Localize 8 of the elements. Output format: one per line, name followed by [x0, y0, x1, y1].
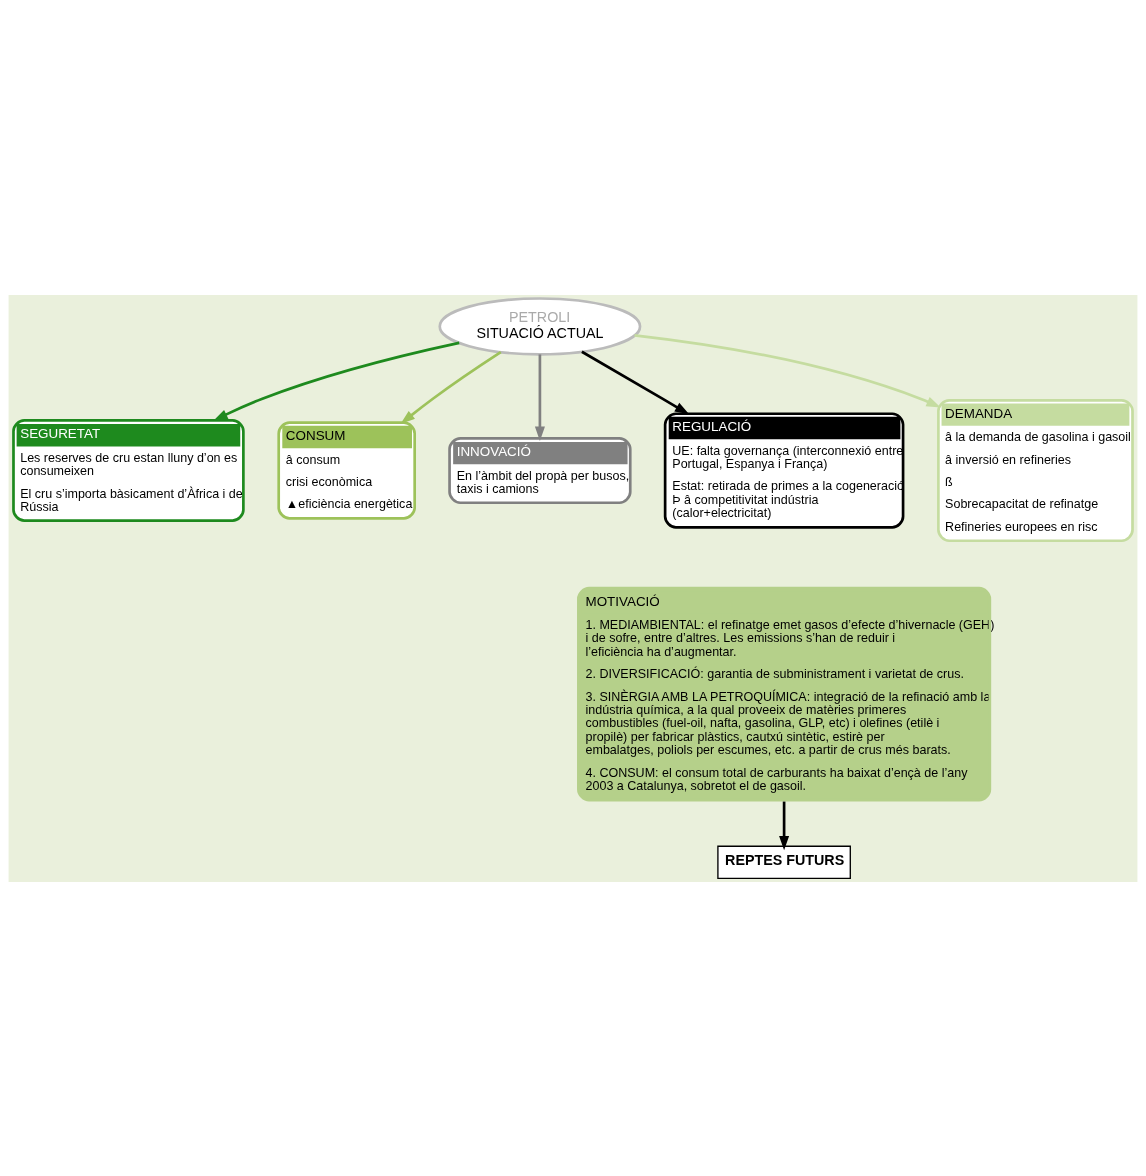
- arrow: [213, 341, 460, 421]
- arrow: [634, 333, 941, 408]
- node-box: REPTES FUTURS: [717, 845, 851, 879]
- arrow: [400, 350, 502, 424]
- arrow: [581, 350, 690, 414]
- arrow: [534, 353, 545, 441]
- arrow: [779, 801, 790, 850]
- node-ellipse: PETROLI SITUACIÓ ACTUAL: [438, 296, 642, 356]
